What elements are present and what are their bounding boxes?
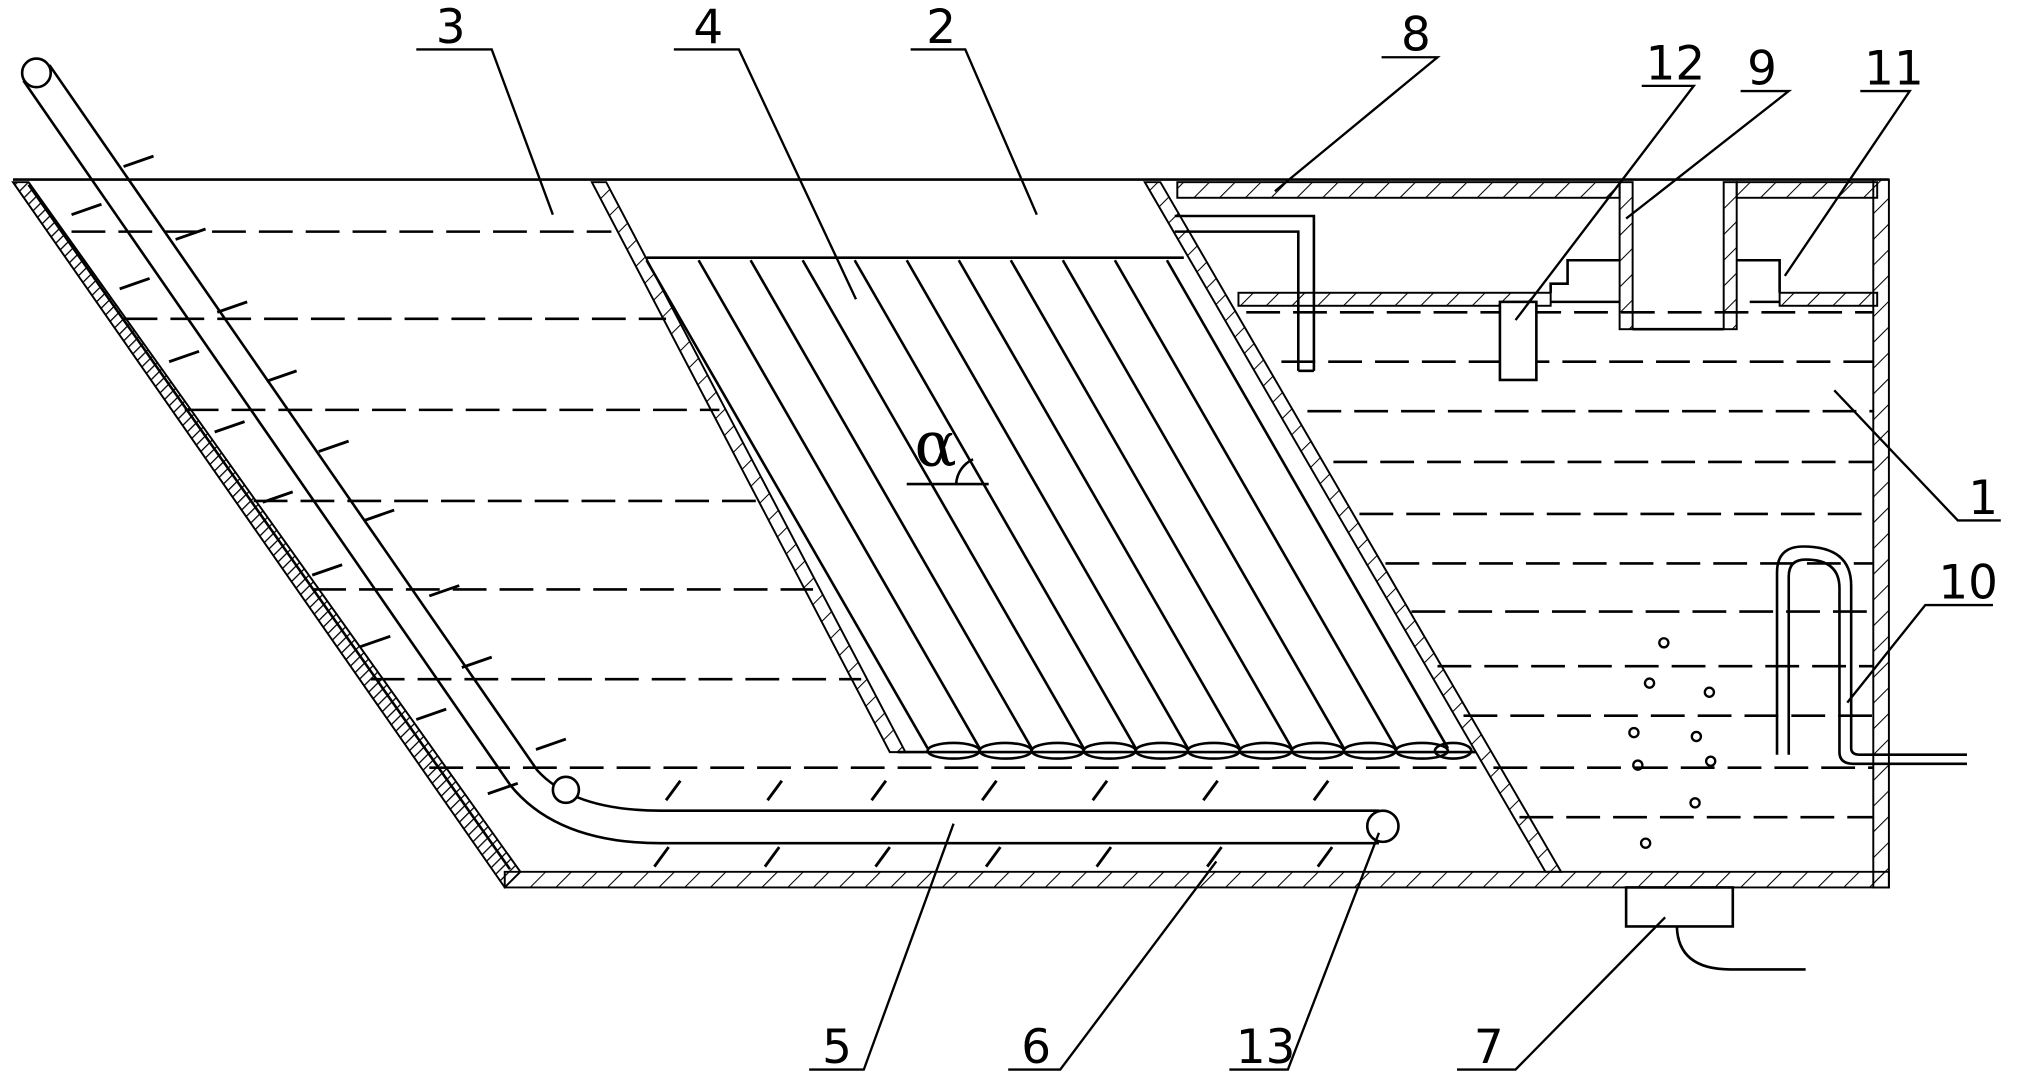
label-8: 8	[1401, 9, 1431, 63]
angle-alpha-label: α	[915, 408, 957, 481]
label-2: 2	[926, 1, 956, 55]
u-tube-heater	[1775, 545, 1967, 766]
outlet-pipe	[1174, 214, 1316, 373]
vent-column	[1618, 181, 1738, 331]
label-3: 3	[436, 1, 466, 55]
tank-body	[11, 178, 1890, 889]
water-lines	[71, 230, 1874, 819]
label-6: 6	[1021, 1021, 1051, 1075]
bubbles	[1628, 637, 1717, 849]
label-7: 7	[1474, 1021, 1504, 1075]
leader-lines	[416, 48, 2001, 1071]
inclined-plates	[645, 259, 1450, 749]
aerator-nozzles	[71, 154, 1334, 868]
label-9: 9	[1747, 43, 1777, 97]
label-10: 10	[1938, 557, 1998, 611]
bottom-device	[1624, 886, 1806, 971]
inclined-baffle-right	[1143, 181, 1563, 873]
plate-bottom-ellipses	[926, 741, 1473, 760]
top-cover	[1176, 181, 1879, 307]
label-12: 12	[1646, 37, 1706, 91]
label-11: 11	[1864, 43, 1924, 97]
aeration-pipe	[20, 57, 1400, 845]
label-13: 13	[1236, 1021, 1296, 1075]
part-labels: 3 4 2 8 12 9 11 1 10 5 6 13 7 α	[436, 1, 1998, 1075]
label-5: 5	[822, 1021, 852, 1075]
inlet-duct	[1498, 300, 1538, 382]
label-4: 4	[693, 1, 723, 55]
label-1: 1	[1968, 472, 1998, 526]
angle-alpha-marker	[906, 458, 989, 486]
